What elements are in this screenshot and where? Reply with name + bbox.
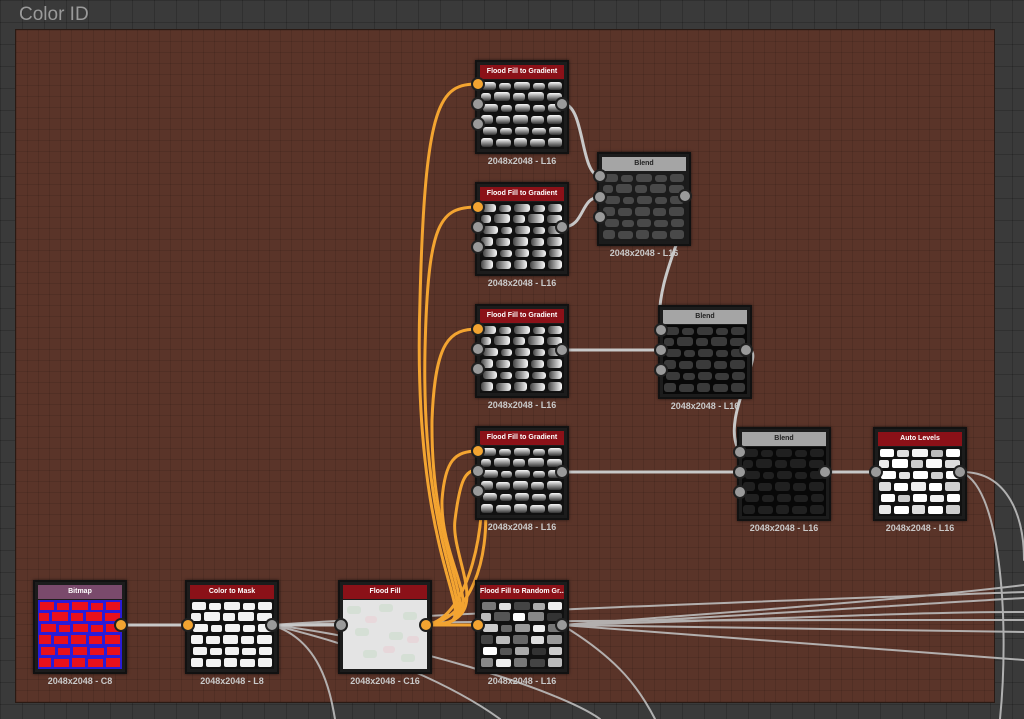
node-resolution: 2048x2048 - L16 <box>487 676 557 686</box>
ffg1-output-port[interactable] <box>555 97 569 111</box>
node-resolution: 2048x2048 - L16 <box>670 401 740 411</box>
node-title: Blend <box>663 310 747 324</box>
blend2-input-port-1[interactable] <box>654 323 668 337</box>
node-flood-fill-to-gradient-2[interactable]: Flood Fill to Gradient 2048x2048 - L16 <box>475 182 569 288</box>
ffg4-input-port-3[interactable] <box>471 484 485 498</box>
random-input-port[interactable] <box>471 618 485 632</box>
color-to-mask-output-port[interactable] <box>265 618 279 632</box>
bitmap-output-port[interactable] <box>114 618 128 632</box>
ffg3-input-port-2[interactable] <box>471 342 485 356</box>
node-resolution: 2048x2048 - L16 <box>885 523 955 533</box>
blend3-input-port-3[interactable] <box>733 485 747 499</box>
node-title: Bitmap <box>38 585 122 599</box>
flood-fill-output-port[interactable] <box>419 618 433 632</box>
node-title: Auto Levels <box>878 432 962 446</box>
node-blend-3[interactable]: Blend 2048x2048 - L16 <box>737 427 831 533</box>
ffg3-output-port[interactable] <box>555 343 569 357</box>
node-flood-fill-to-gradient-3[interactable]: Flood Fill to Gradient 2048x2048 - L16 <box>475 304 569 410</box>
blend1-output-port[interactable] <box>678 189 692 203</box>
node-title: Flood Fill to Gradient <box>480 187 564 201</box>
auto-levels-input-port[interactable] <box>869 465 883 479</box>
ffg3-input-port[interactable] <box>471 322 485 336</box>
node-resolution: 2048x2048 - L16 <box>749 523 819 533</box>
ffg2-input-port[interactable] <box>471 200 485 214</box>
blend1-input-port-2[interactable] <box>593 190 607 204</box>
ffg4-input-port-2[interactable] <box>471 464 485 478</box>
auto-levels-thumbnail <box>878 447 962 516</box>
node-resolution: 2048x2048 - C8 <box>47 676 113 686</box>
blend-thumbnail <box>602 172 686 241</box>
bitmap-thumbnail <box>38 600 122 669</box>
node-resolution: 2048x2048 - L16 <box>487 400 557 410</box>
blend-thumbnail <box>663 325 747 394</box>
node-title: Blend <box>602 157 686 171</box>
ffg2-input-port-2[interactable] <box>471 220 485 234</box>
node-title: Flood Fill to Gradient <box>480 309 564 323</box>
blend2-output-port[interactable] <box>739 343 753 357</box>
blend-thumbnail <box>742 447 826 516</box>
node-flood-fill[interactable]: Flood Fill 2048x2048 - C16 <box>338 580 432 686</box>
node-title: Flood Fill to Random Gr... <box>480 585 564 599</box>
auto-levels-output-port[interactable] <box>953 465 967 479</box>
node-title: Color to Mask <box>190 585 274 599</box>
blend1-input-port-1[interactable] <box>593 169 607 183</box>
ffg1-input-port[interactable] <box>471 77 485 91</box>
blend3-output-port[interactable] <box>818 465 832 479</box>
node-resolution: 2048x2048 - C16 <box>350 676 420 686</box>
node-title: Blend <box>742 432 826 446</box>
node-resolution: 2048x2048 - L8 <box>200 676 264 686</box>
blend2-input-port-3[interactable] <box>654 363 668 377</box>
node-auto-levels[interactable]: Auto Levels 2048x2048 - L16 <box>873 427 967 533</box>
ffg1-input-port-3[interactable] <box>471 117 485 131</box>
ffg4-input-port[interactable] <box>471 444 485 458</box>
blend1-input-port-3[interactable] <box>593 210 607 224</box>
random-gray-thumbnail <box>480 600 564 669</box>
node-title: Flood Fill to Gradient <box>480 65 564 79</box>
frame-title: Color ID <box>19 4 89 25</box>
ffg3-input-port-3[interactable] <box>471 362 485 376</box>
blend2-input-port-2[interactable] <box>654 343 668 357</box>
gradient-thumbnail <box>480 80 564 149</box>
flood-fill-thumbnail <box>343 600 427 669</box>
mask-thumbnail <box>190 600 274 669</box>
node-resolution: 2048x2048 - L16 <box>487 156 557 166</box>
ffg2-input-port-3[interactable] <box>471 240 485 254</box>
node-resolution: 2048x2048 - L16 <box>609 248 679 258</box>
node-flood-fill-to-gradient-1[interactable]: Flood Fill to Gradient 2048x2048 - L16 <box>475 60 569 166</box>
blend3-input-port-1[interactable] <box>733 445 747 459</box>
flood-fill-input-port[interactable] <box>334 618 348 632</box>
node-blend-1[interactable]: Blend 2048x2048 - L16 <box>597 152 691 258</box>
node-blend-2[interactable]: Blend 2048x2048 - L16 <box>658 305 752 411</box>
blend3-input-port-2[interactable] <box>733 465 747 479</box>
node-title: Flood Fill to Gradient <box>480 431 564 445</box>
node-resolution: 2048x2048 - L16 <box>487 278 557 288</box>
node-bitmap[interactable]: Bitmap 2048x2048 - C8 <box>33 580 127 686</box>
gradient-thumbnail <box>480 202 564 271</box>
random-output-port[interactable] <box>555 618 569 632</box>
gradient-thumbnail <box>480 324 564 393</box>
gradient-thumbnail <box>480 446 564 515</box>
color-to-mask-input-port[interactable] <box>181 618 195 632</box>
node-resolution: 2048x2048 - L16 <box>487 522 557 532</box>
ffg4-output-port[interactable] <box>555 465 569 479</box>
node-title: Flood Fill <box>343 585 427 599</box>
ffg1-input-port-2[interactable] <box>471 97 485 111</box>
ffg2-output-port[interactable] <box>555 220 569 234</box>
